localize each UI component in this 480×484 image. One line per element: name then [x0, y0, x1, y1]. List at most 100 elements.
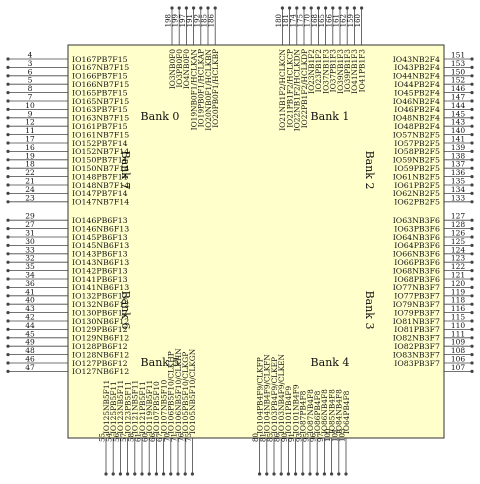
pin-number: 70	[163, 433, 171, 442]
pin-dot	[6, 107, 10, 111]
pin-dot	[6, 158, 10, 162]
pin-name: IO147NB7F14	[72, 198, 129, 207]
pin-name: IO77PB3F7	[394, 292, 440, 301]
pin-name: IO4NB0F0	[182, 49, 191, 89]
pin-number: 100	[324, 429, 332, 442]
pin-name: IO146NB6F13	[72, 224, 129, 233]
pin-number: 29	[25, 212, 35, 221]
bottom-pin-group: 55IO125NB5F1154IO125PB5F1156IO123NB5F115…	[99, 348, 351, 476]
pin-number: 18	[25, 160, 35, 169]
pin-number: 97	[317, 433, 325, 442]
pin-number: 21	[25, 177, 35, 186]
pin-name: IO81PB3F7	[394, 325, 440, 334]
pin-name: IO43PB2F4	[394, 63, 440, 72]
pin-number: 192	[193, 14, 201, 27]
pin-name: IO150NB7F14	[72, 164, 129, 173]
pin-name: IO63PB3F6	[394, 224, 440, 233]
pin-dot	[6, 227, 10, 231]
pin-number: 55	[99, 433, 107, 442]
pin-number: 96	[310, 433, 318, 442]
pin-dot	[288, 6, 292, 10]
pin-number: 108	[451, 346, 466, 355]
pin-dot	[6, 74, 10, 78]
pin-dot	[6, 124, 10, 128]
pin-dot	[6, 91, 10, 95]
pin-name: IO123NB5F11	[116, 380, 125, 434]
pin-number: 81	[259, 433, 267, 442]
pin-name: IO128NB6F12	[72, 350, 129, 359]
pin-name: IO123PB5F11	[123, 381, 132, 434]
pin-name: IO106NB5F10/CLKHN	[174, 348, 183, 434]
pin-name: IO68PB3F6	[394, 275, 440, 284]
pin-name: IO44PB2F4	[394, 80, 440, 89]
pin-name: IO87PB4F8	[299, 390, 308, 434]
pin-name: IO81NB3F7	[393, 317, 440, 326]
pin-number: 91	[288, 433, 296, 442]
pin-name: IO43NB2F4	[393, 55, 440, 64]
pin-number: 140	[451, 126, 466, 135]
pin-dot	[338, 6, 342, 10]
pin-number: 118	[451, 296, 466, 305]
pin-name: IO83PB3F7	[394, 359, 440, 368]
pin-number: 8	[28, 84, 33, 93]
pin-name: IO143PB6F13	[72, 250, 128, 259]
pin-right: 107	[444, 363, 474, 373]
pin-number: 128	[451, 220, 466, 229]
pin-name: IO145NB6F13	[72, 241, 129, 250]
pin-number: 181	[282, 14, 290, 27]
pin-name: IO20PB0F1/HCLKBP	[211, 49, 220, 128]
pin-number: 41	[25, 287, 35, 296]
pin-name: IO105NB5F10/CLKGN	[188, 348, 197, 434]
pin-dot	[6, 277, 10, 281]
pin-number: 86	[274, 433, 282, 442]
pin-number: 90	[281, 433, 289, 442]
pin-number: 106	[451, 355, 466, 364]
pin-name: IO23PB1F2	[314, 49, 323, 92]
bank-1-label: Bank 1	[311, 110, 350, 123]
bank-6-label: Bank 6	[119, 291, 132, 330]
pin-dot	[6, 116, 10, 120]
pin-name: IO163PB7F15	[72, 105, 128, 114]
pin-number: 166	[325, 13, 333, 27]
pin-dot	[470, 285, 474, 289]
pin-name: IO141PB6F13	[72, 275, 128, 284]
pin-name: IO84NB4F8	[335, 389, 344, 434]
pin-name: IO64NB3F6	[393, 233, 440, 242]
pin-number: 160	[354, 14, 362, 27]
pin-dot	[169, 472, 173, 476]
pin-name: IO39PB1F3	[343, 49, 352, 93]
pin-name: IO145PB6F13	[72, 233, 128, 242]
pin-name: IO37PB1F3	[329, 49, 338, 93]
pin-number: 80	[252, 433, 260, 442]
pin-name: IO41PB1F3	[357, 49, 366, 93]
pin-number: 174	[289, 13, 297, 27]
pin-name: IO85NB4F8	[327, 389, 336, 434]
pin-dot	[470, 269, 474, 273]
pin-dot	[470, 327, 474, 331]
pin-dot	[6, 218, 10, 222]
pin-dot	[470, 91, 474, 95]
pin-name: IO106PB5F10/CLKHP	[167, 351, 176, 434]
pin-number: 168	[311, 14, 319, 27]
